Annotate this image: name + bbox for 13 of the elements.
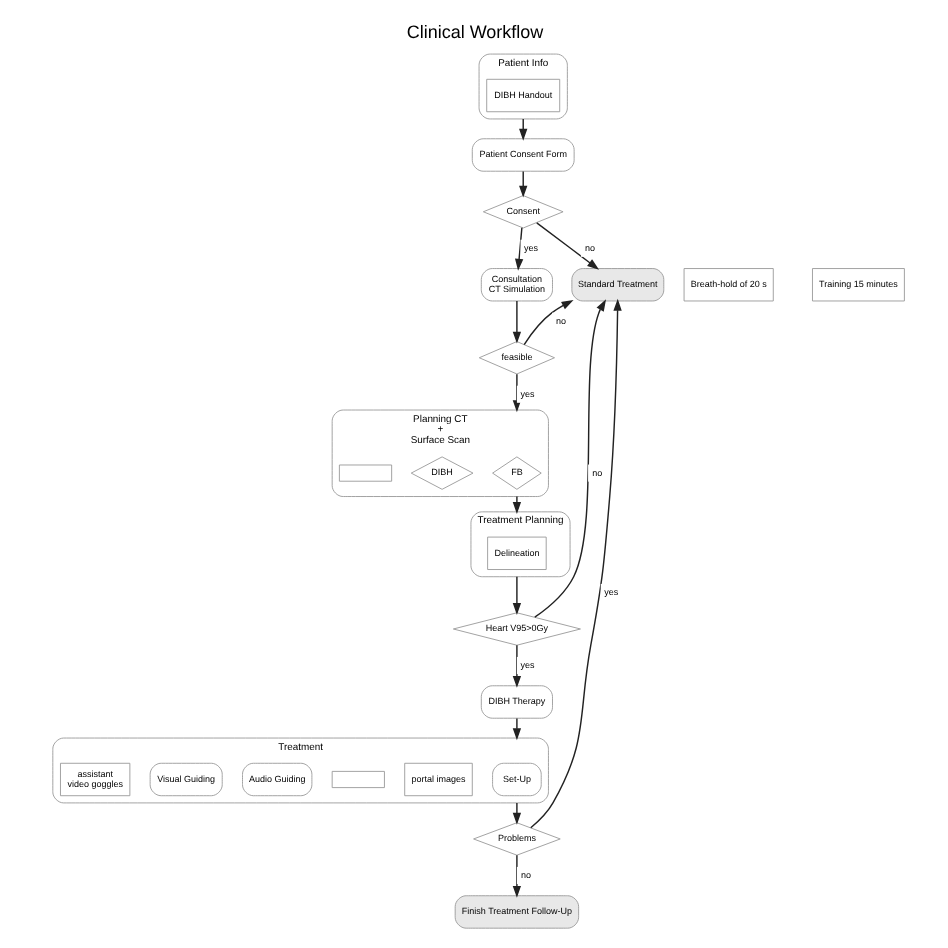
arrow <box>513 227 523 271</box>
node-box <box>337 464 392 482</box>
arrow <box>511 802 521 825</box>
arrow <box>511 495 521 515</box>
arrow <box>518 118 527 141</box>
arrow <box>511 576 521 615</box>
arrow <box>518 170 527 198</box>
arrow <box>511 644 521 688</box>
node-box <box>330 770 384 789</box>
arrow <box>511 717 521 741</box>
arrow <box>511 854 521 898</box>
diagram-title: Clinical Workflow <box>405 21 543 42</box>
arrow <box>511 300 521 344</box>
